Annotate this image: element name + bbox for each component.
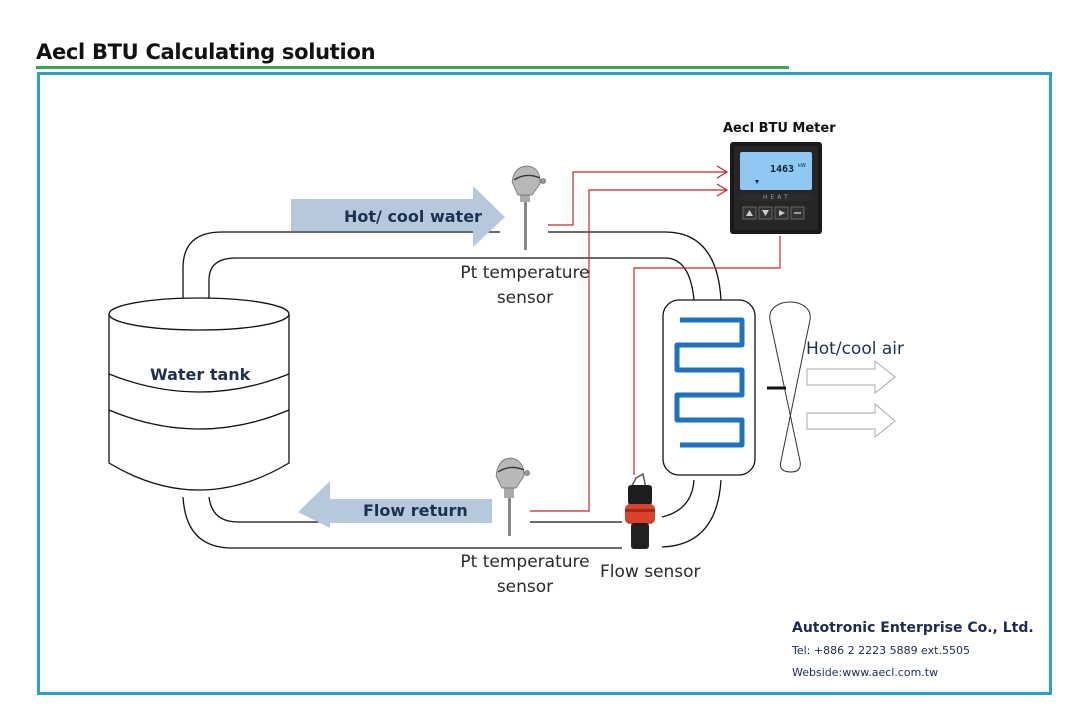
right-arrow-icon (779, 210, 785, 216)
company-website[interactable]: Webside:www.aecl.com.tw (792, 666, 939, 679)
return-temperature-sensor (495, 457, 530, 536)
meter-buttons (742, 206, 805, 220)
flow-sensor-label: Flow sensor (600, 562, 701, 582)
supply-temperature-sensor (511, 165, 546, 250)
supply-flow-label: Hot/ cool water (344, 207, 482, 226)
page-title: Aecl BTU Calculating solution (36, 40, 376, 64)
return-pipe-inner (208, 496, 490, 523)
diagram-frame (37, 72, 1052, 695)
air-arrow-bottom (806, 402, 896, 439)
air-arrow-top (806, 359, 896, 395)
return-flow-label: Flow return (363, 501, 468, 520)
pipe-loop (182, 231, 722, 549)
heat-coil (674, 317, 745, 448)
meter-panel-label: HEAT (763, 194, 791, 201)
water-tank-label: Water tank (150, 365, 251, 384)
supply-pipe-outer (182, 231, 500, 300)
supply-pipe-inner (208, 257, 695, 301)
return-pipe-outer (182, 496, 622, 549)
flow-sensor (625, 472, 655, 549)
up-arrow-icon (746, 210, 753, 216)
company-tel: Tel: +886 2 2223 5889 ext.5505 (792, 644, 970, 657)
wire-return-sensor (530, 189, 727, 512)
supply-flow-arrow (291, 186, 505, 247)
water-tank (108, 297, 290, 491)
meter-display-unit: kW (798, 163, 806, 169)
return-temp-sensor-label: Pt temperature sensor (460, 552, 590, 597)
signal-wires (530, 165, 781, 512)
title-underline (36, 66, 789, 69)
wire-supply-sensor (548, 171, 727, 226)
air-output-arrows (806, 359, 896, 439)
fan-icon (767, 301, 811, 473)
meter-title: Aecl BTU Meter (723, 121, 836, 136)
return-flow-arrow (298, 481, 492, 528)
air-output-label: Hot/cool air (806, 339, 904, 359)
menu-icon (794, 212, 801, 214)
heat-exchanger (662, 299, 756, 476)
down-arrow-icon (762, 210, 769, 216)
supply-temp-sensor-label: Pt temperature sensor (460, 263, 590, 308)
wire-flow-sensor (633, 236, 781, 475)
company-name: Autotronic Enterprise Co., Ltd. (792, 620, 1034, 636)
btu-meter (730, 142, 822, 234)
meter-display-value: 1463 (770, 164, 795, 175)
